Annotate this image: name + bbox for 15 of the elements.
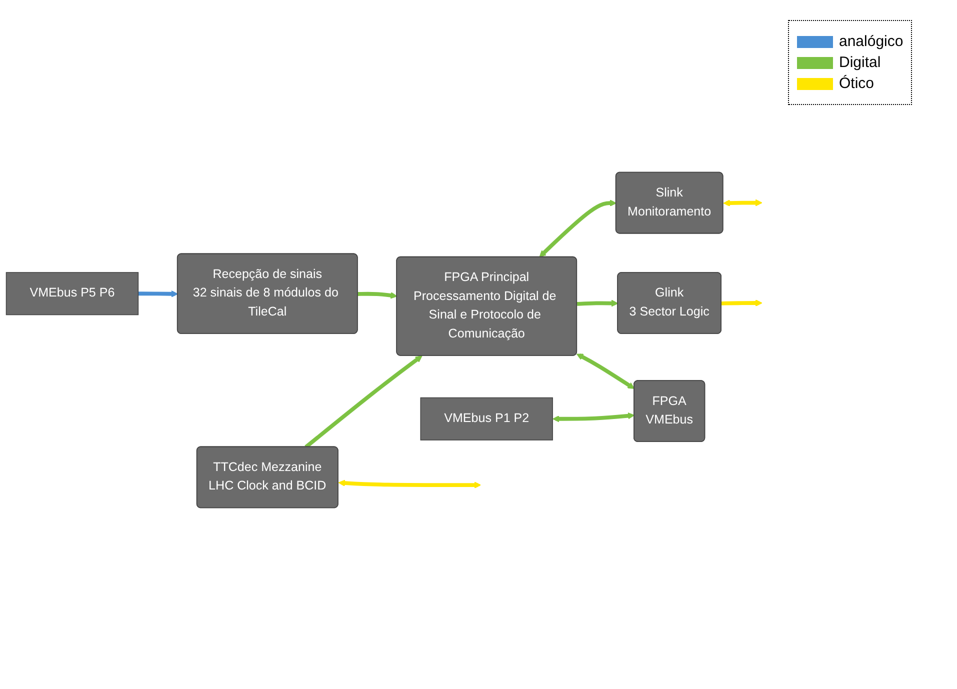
- arrow: [304, 356, 422, 449]
- legend-label: Digital: [839, 54, 881, 71]
- arrow: [721, 300, 762, 306]
- legend-label: Ótico: [839, 75, 874, 92]
- legend-label: analógico: [839, 33, 904, 50]
- arrow: [358, 292, 398, 299]
- arrow: [539, 200, 616, 258]
- node-box: VMEbus P1 P2: [420, 397, 553, 440]
- arrow: [338, 480, 482, 488]
- arrow: [552, 412, 635, 422]
- arrow: [138, 290, 178, 298]
- node-box: VMEbus P5 P6: [6, 272, 139, 316]
- arrow: [576, 354, 635, 389]
- arrow: [723, 199, 762, 206]
- arrow: [576, 300, 618, 307]
